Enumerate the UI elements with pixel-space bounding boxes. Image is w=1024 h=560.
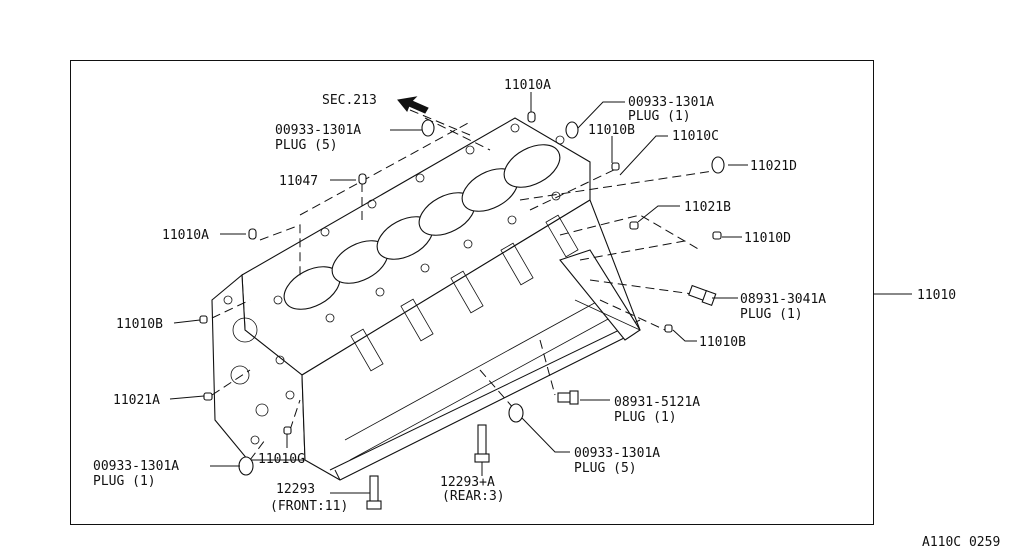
label-plug5-left-qty: PLUG (5) — [275, 138, 338, 153]
label-11021b: 11021B — [684, 200, 731, 215]
label-plug-3041a-qty: PLUG (1) — [740, 307, 803, 322]
explode-lines — [211, 109, 721, 461]
label-11010b-right: 11010B — [699, 335, 746, 350]
cylinder-block-drawing — [211, 117, 641, 481]
label-plug5-left-number: 00933-1301A — [275, 123, 361, 138]
label-11021a: 11021A — [113, 393, 160, 408]
sec-arrow-icon — [397, 96, 429, 114]
diagram-frame — [70, 60, 874, 525]
label-11021d: 11021D — [750, 159, 797, 174]
label-11010c: 11010C — [672, 129, 719, 144]
label-11010a-top: 11010A — [504, 78, 551, 93]
label-11010-assembly: 11010 — [917, 288, 956, 303]
label-11010b-left: 11010B — [116, 317, 163, 332]
label-12293-front-qty: (FRONT:11) — [270, 499, 348, 514]
label-plug1-bottom-number: 00933-1301A — [93, 459, 179, 474]
leader-lines — [169, 92, 912, 494]
label-plug5-bottom-qty: PLUG (5) — [574, 461, 637, 476]
figure-code: A110C 0259 — [922, 535, 1000, 550]
label-12293a-rear-qty: (REAR:3) — [442, 489, 505, 504]
label-plug-3041a-number: 08931-3041A — [740, 292, 826, 307]
label-plug1-bottom-qty: PLUG (1) — [93, 474, 156, 489]
label-11010d: 11010D — [744, 231, 791, 246]
small-parts — [199, 96, 725, 510]
callout-labels: SEC.213 11010A 00933-1301A PLUG (1) 0093… — [93, 78, 956, 514]
label-12293a: 12293+A — [440, 475, 495, 490]
label-sec-213: SEC.213 — [322, 93, 377, 108]
label-plug-5121a-qty: PLUG (1) — [614, 410, 677, 425]
label-plug-5121a-number: 08931-5121A — [614, 395, 700, 410]
label-11047: 11047 — [279, 174, 318, 189]
label-12293: 12293 — [276, 482, 315, 497]
label-plug5-bottom-number: 00933-1301A — [574, 446, 660, 461]
label-11010g: 11010G — [258, 452, 305, 467]
label-plug1-top-number: 00933-1301A — [628, 95, 714, 110]
label-11010a-left: 11010A — [162, 228, 209, 243]
label-plug1-top-qty: PLUG (1) — [628, 109, 691, 124]
label-11010b-top: 11010B — [588, 123, 635, 138]
